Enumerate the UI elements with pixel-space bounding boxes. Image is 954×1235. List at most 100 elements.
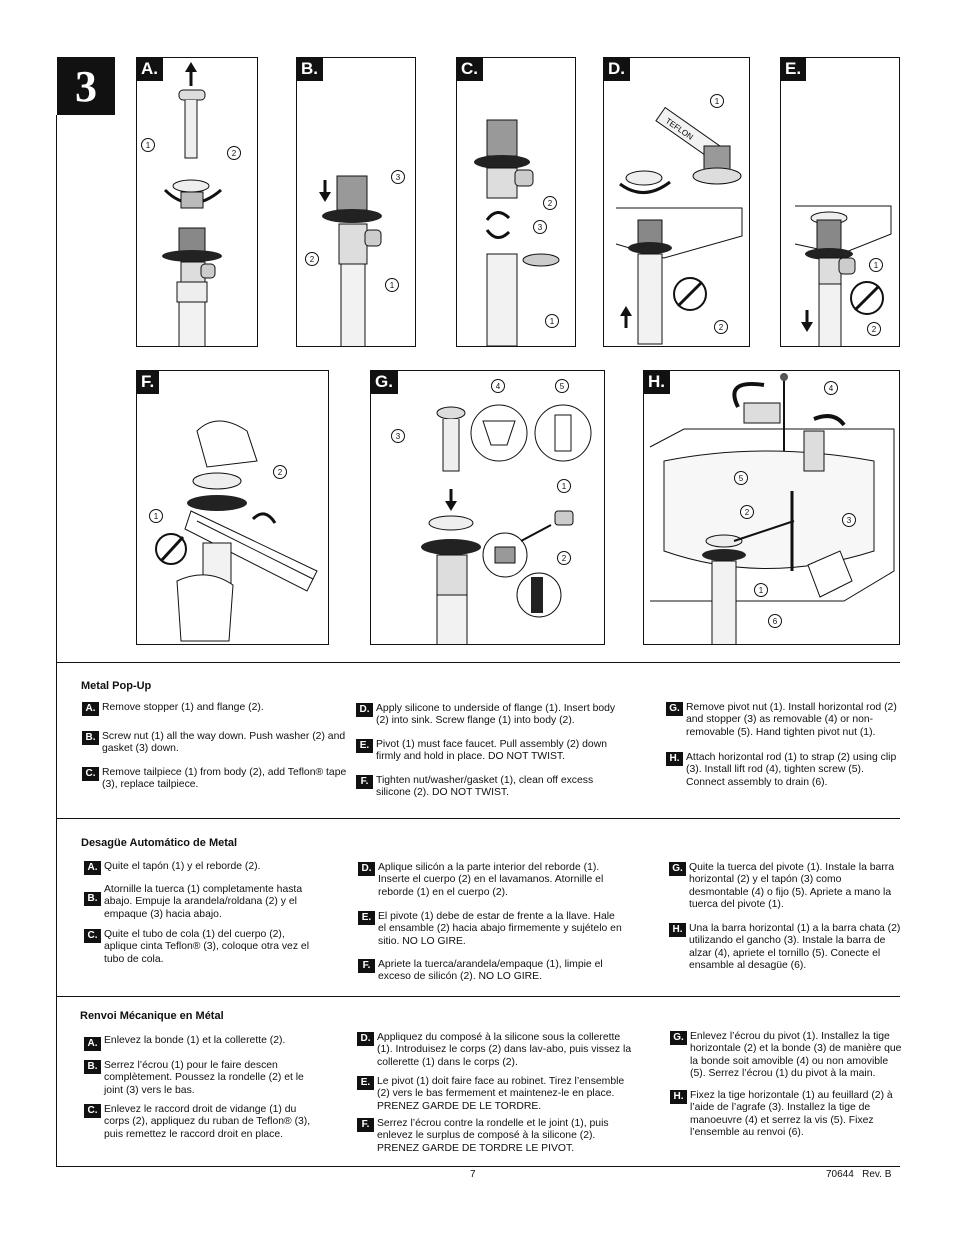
instruction-item: H.Fixez la tige horizontale (1) au feuil… bbox=[670, 1090, 905, 1140]
instruction-text: Aplique silicón a la parte interior del … bbox=[378, 862, 604, 898]
instruction-text: Pivot (1) must face faucet. Pull assembl… bbox=[376, 739, 607, 763]
panel-b-illustration bbox=[319, 175, 382, 346]
panel-b: B. 3 2 1 bbox=[296, 57, 416, 347]
instruction-item: A.Enlevez la bonde (1) et la collerette … bbox=[84, 1035, 349, 1051]
instruction-text: Apply silicone to underside of flange (1… bbox=[376, 703, 616, 727]
instruction-text: Quite el tapón (1) y el reborde (2). bbox=[104, 861, 261, 872]
panel-g-illustration bbox=[421, 404, 592, 644]
instruction-tag: F. bbox=[356, 775, 373, 789]
callout: 4 bbox=[824, 381, 838, 395]
instruction-text: Atornille la tuerca (1) completamente ha… bbox=[104, 884, 303, 920]
instruction-text: Remove stopper (1) and flange (2). bbox=[102, 702, 264, 713]
document-number: 70644 Rev. B bbox=[826, 1169, 892, 1180]
callout: 2 bbox=[740, 505, 754, 519]
instruction-text: Una la barra horizontal (1) a la barra c… bbox=[689, 923, 901, 972]
instruction-item: H.Attach horizontal rod (1) to strap (2)… bbox=[666, 752, 902, 789]
instruction-tag: H. bbox=[669, 923, 686, 937]
callout: 1 bbox=[557, 479, 571, 493]
panel-e-letter: E. bbox=[781, 58, 807, 81]
panel-g-letter: G. bbox=[371, 371, 398, 394]
section-title-french: Renvoi Mécanique en Métal bbox=[80, 1010, 224, 1022]
section-divider bbox=[56, 996, 900, 997]
callout: 4 bbox=[491, 379, 505, 393]
instruction-tag: D. bbox=[358, 862, 375, 876]
instruction-tag: H. bbox=[666, 752, 683, 766]
callout: 3 bbox=[391, 170, 405, 184]
instruction-item: E.El pivote (1) debe de estar de frente … bbox=[358, 911, 623, 948]
instruction-item: C.Quite el tubo de cola (1) del cuerpo (… bbox=[84, 929, 320, 966]
panel-h: H. 4 5 2 3 1 6 bbox=[643, 370, 900, 645]
panel-a-letter: A. bbox=[137, 58, 163, 81]
left-margin-rule bbox=[56, 115, 57, 1167]
panel-a: A. 1 2 bbox=[136, 57, 258, 347]
instruction-item: C.Remove tailpiece (1) from body (2), ad… bbox=[82, 767, 347, 792]
instruction-item: B.Serrez l’écrou (1) pour le faire desce… bbox=[84, 1060, 319, 1097]
instruction-item: G.Remove pivot nut (1). Install horizont… bbox=[666, 702, 902, 739]
callout: 1 bbox=[710, 94, 724, 108]
callout: 3 bbox=[533, 220, 547, 234]
callout: 5 bbox=[734, 471, 748, 485]
callout: 2 bbox=[557, 551, 571, 565]
instruction-item: A.Remove stopper (1) and flange (2). bbox=[82, 702, 347, 716]
instruction-text: Tighten nut/washer/gasket (1), clean off… bbox=[376, 775, 594, 799]
instruction-item: H.Una la barra horizontal (1) a la barra… bbox=[669, 923, 903, 973]
panel-g: G. 4 5 3 1 2 bbox=[370, 370, 605, 645]
instruction-item: E.Le pivot (1) doit faire face au robine… bbox=[357, 1076, 637, 1113]
callout: 1 bbox=[545, 314, 559, 328]
instruction-tag: E. bbox=[358, 911, 375, 925]
instruction-tag: G. bbox=[669, 862, 686, 876]
instruction-tag: B. bbox=[84, 892, 101, 906]
instruction-tag: C. bbox=[82, 767, 99, 781]
step-number-badge: 3 bbox=[57, 57, 115, 115]
instruction-text: Serrez l’écrou contre la rondelle et le … bbox=[377, 1118, 609, 1154]
callout: 2 bbox=[714, 320, 728, 334]
instruction-text: Enlevez le raccord droit de vidange (1) … bbox=[104, 1104, 311, 1140]
callout: 1 bbox=[869, 258, 883, 272]
panel-h-illustration bbox=[649, 373, 895, 644]
callout: 1 bbox=[141, 138, 155, 152]
instruction-tag: F. bbox=[358, 959, 375, 973]
panel-d: TEFLON D. 1 2 bbox=[603, 57, 750, 347]
instruction-tag: G. bbox=[666, 702, 683, 716]
instruction-tag: E. bbox=[357, 1076, 374, 1090]
instruction-text: Remove tailpiece (1) from body (2), add … bbox=[102, 767, 347, 791]
instruction-text: Appliquez du composé à la silicone sous … bbox=[377, 1032, 632, 1068]
instruction-tag: C. bbox=[84, 929, 101, 943]
instruction-text: Enlevez la bonde (1) et la collerette (2… bbox=[104, 1035, 286, 1046]
instruction-tag: G. bbox=[670, 1031, 687, 1045]
instruction-item: G.Enlevez l’écrou du pivot (1). Installe… bbox=[670, 1031, 905, 1081]
instruction-item: D.Aplique silicón a la parte interior de… bbox=[358, 862, 623, 899]
instruction-tag: A. bbox=[84, 1037, 101, 1051]
instruction-item: E.Pivot (1) must face faucet. Pull assem… bbox=[356, 739, 621, 764]
callout: 6 bbox=[768, 614, 782, 628]
instruction-tag: B. bbox=[82, 731, 99, 745]
instruction-item: F.Serrez l’écrou contre la rondelle et l… bbox=[357, 1118, 637, 1155]
panel-f-letter: F. bbox=[137, 371, 160, 394]
instruction-text: Attach horizontal rod (1) to strap (2) u… bbox=[686, 752, 897, 788]
section-divider bbox=[56, 1166, 900, 1167]
instruction-tag: D. bbox=[357, 1032, 374, 1046]
instruction-item: B.Atornille la tuerca (1) completamente … bbox=[84, 884, 320, 921]
instruction-tag: A. bbox=[82, 702, 99, 716]
instruction-tag: F. bbox=[357, 1118, 374, 1132]
instruction-tag: H. bbox=[670, 1090, 687, 1104]
panel-f: F. 2 1 bbox=[136, 370, 329, 645]
section-title-spanish: Desagüe Automático de Metal bbox=[81, 837, 238, 849]
section-divider bbox=[56, 662, 900, 663]
panel-b-letter: B. bbox=[297, 58, 323, 81]
section-title-english: Metal Pop-Up bbox=[81, 680, 152, 692]
section-divider bbox=[56, 818, 900, 819]
instruction-text: Screw nut (1) all the way down. Push was… bbox=[102, 731, 346, 755]
instruction-text: Quite el tubo de cola (1) del cuerpo (2)… bbox=[104, 929, 310, 965]
instruction-text: Serrez l’écrou (1) pour le faire descen … bbox=[104, 1060, 304, 1096]
callout: 1 bbox=[149, 509, 163, 523]
instruction-item: D.Appliquez du composé à la silicone sou… bbox=[357, 1032, 637, 1069]
panel-d-illustration: TEFLON bbox=[615, 106, 743, 345]
instruction-item: F.Tighten nut/washer/gasket (1), clean o… bbox=[356, 775, 621, 800]
instruction-tag: E. bbox=[356, 739, 373, 753]
instruction-tag: D. bbox=[356, 703, 373, 717]
panel-c-illustration bbox=[474, 119, 560, 346]
instruction-tag: A. bbox=[84, 861, 101, 875]
callout: 2 bbox=[227, 146, 241, 160]
callout: 3 bbox=[391, 429, 405, 443]
